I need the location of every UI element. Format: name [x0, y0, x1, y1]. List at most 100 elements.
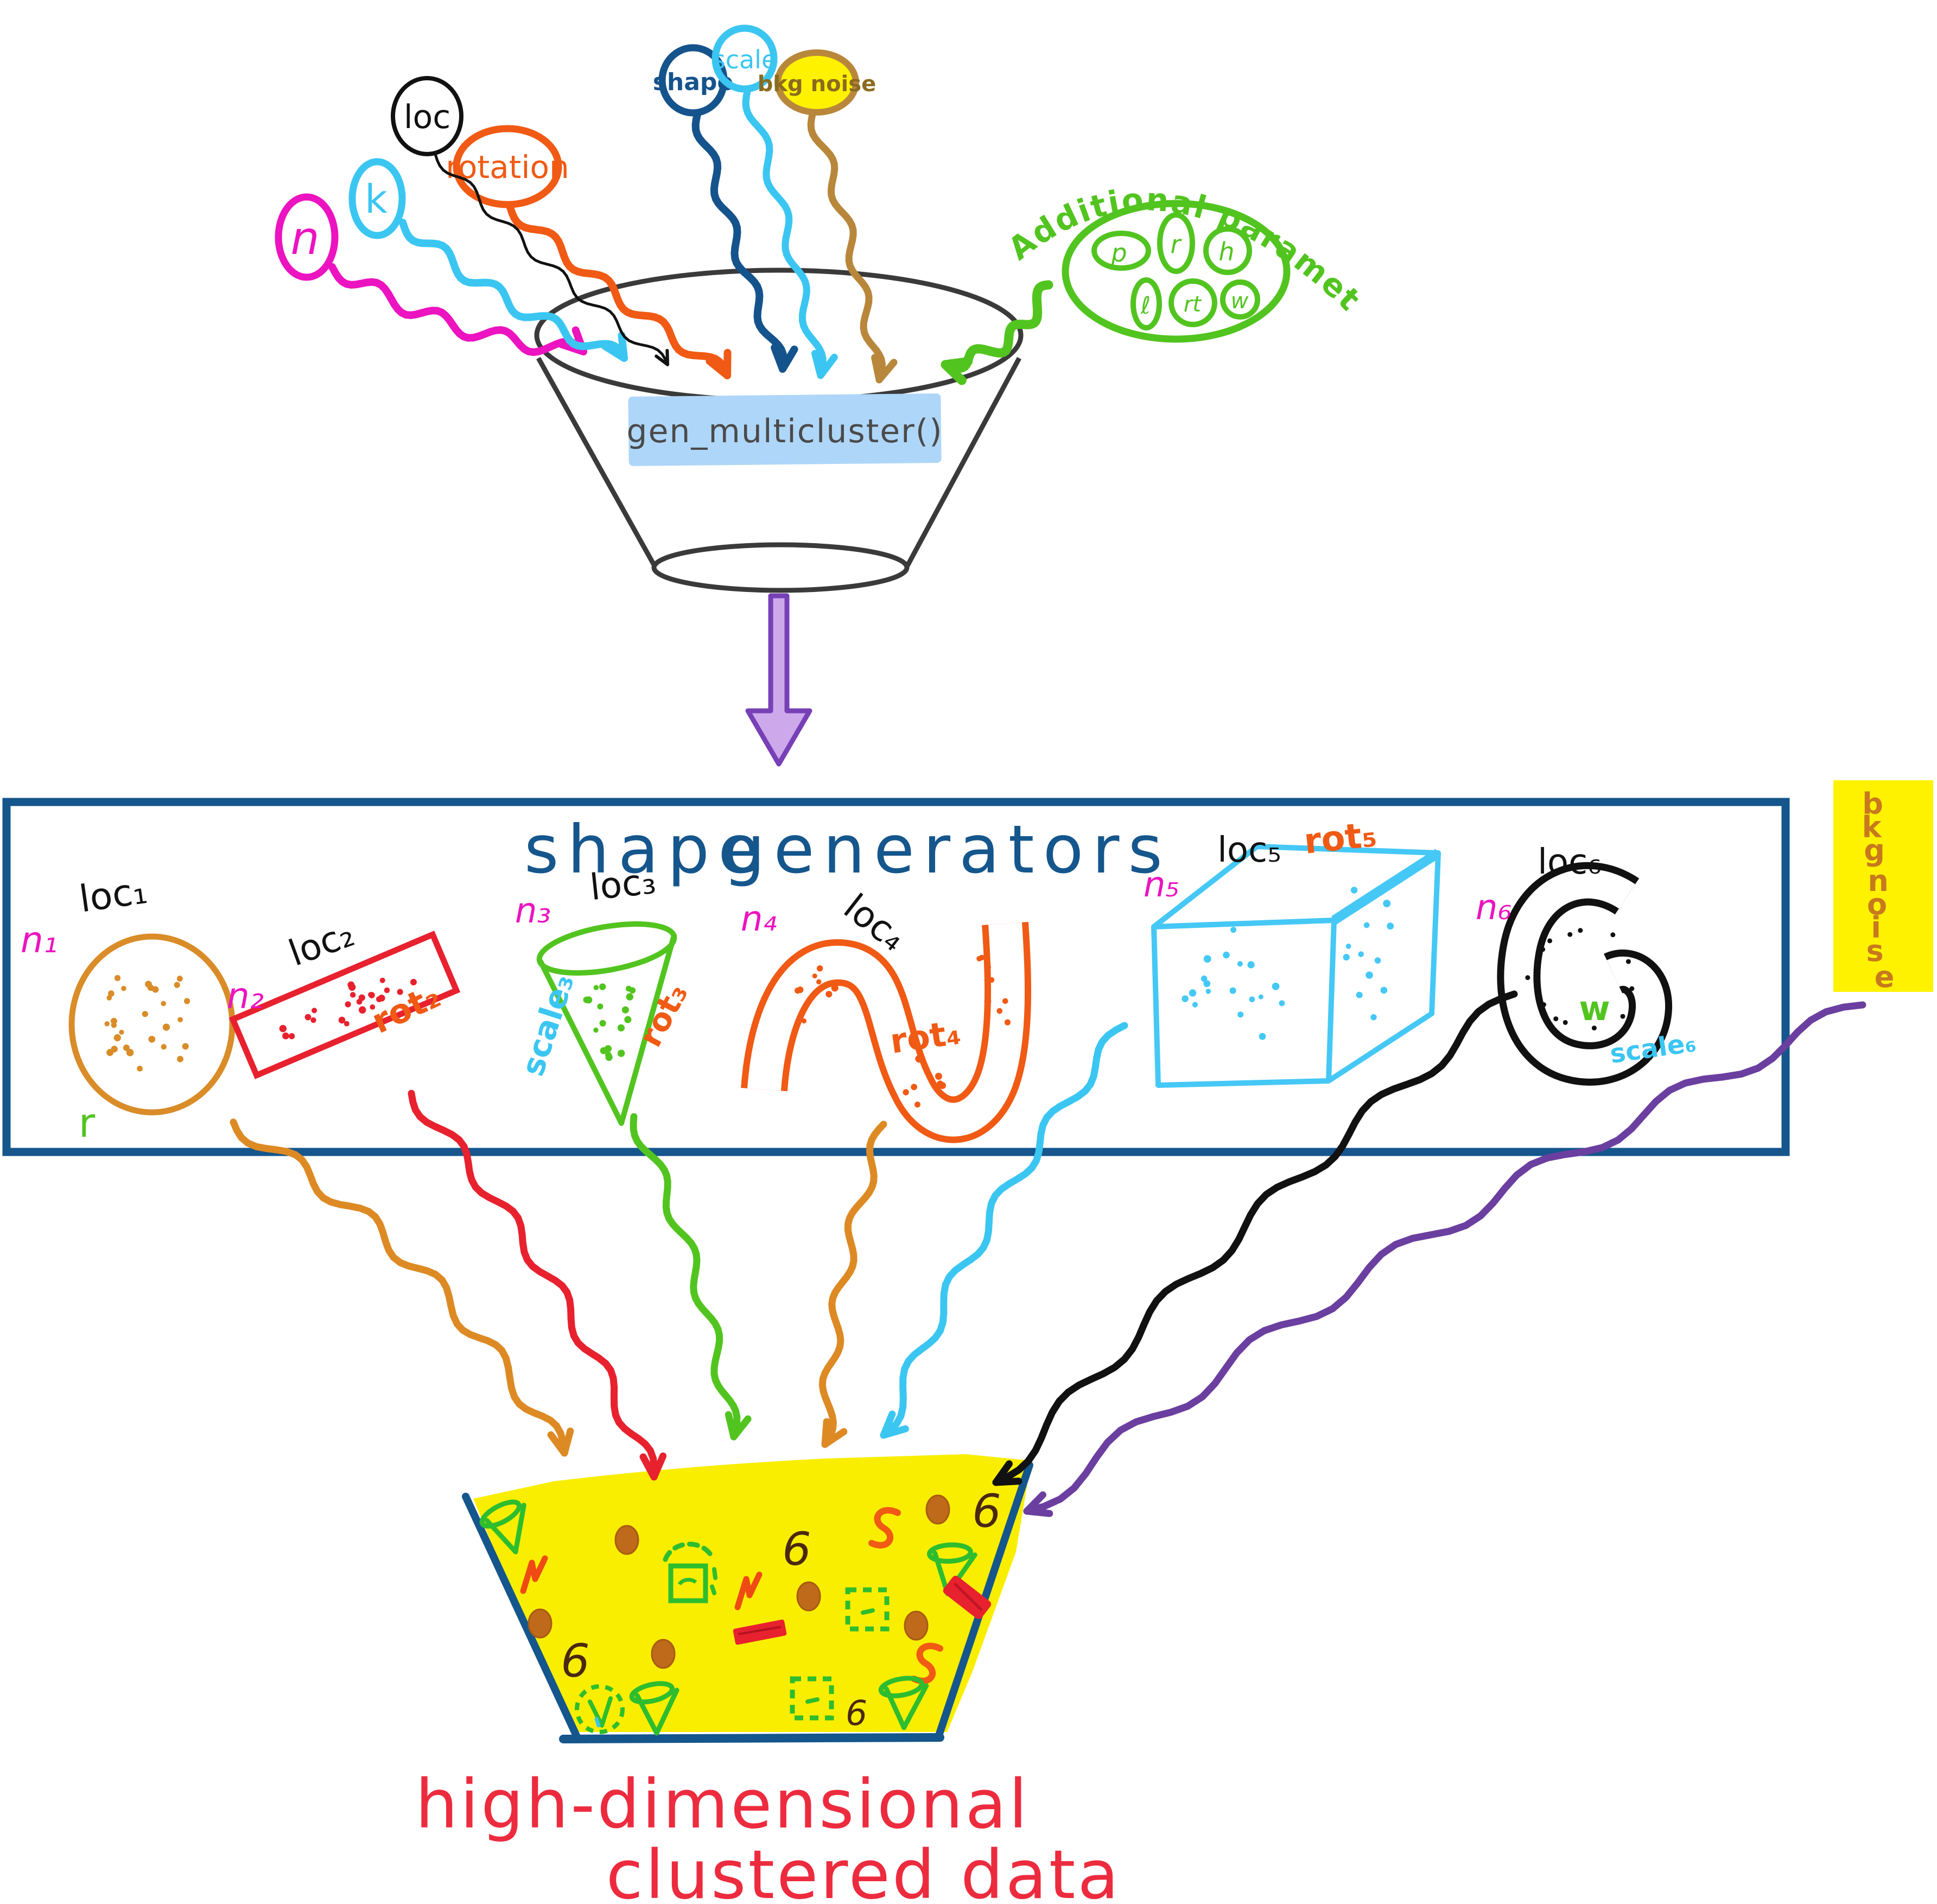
stipple-dot — [410, 978, 417, 986]
flow-arrow-from-generator-3 — [630, 1113, 741, 1441]
stipple-dot — [142, 1011, 148, 1017]
generator3-loc-label: loc₃ — [588, 860, 658, 908]
bkg-noise-bubble-label: bkg noise — [758, 72, 876, 97]
flow-arrowhead-from-shape — [771, 343, 798, 373]
stipple-dot — [1537, 994, 1542, 998]
stipple-dot — [384, 987, 390, 994]
top-flow-arrows — [328, 87, 1053, 385]
stipple-dot — [1272, 983, 1280, 990]
function-label: gen_multicluster() — [626, 412, 943, 450]
bkg-noise-bar-text: b k g n o i s e — [1862, 787, 1899, 994]
sub-param-label-h: h — [1218, 237, 1234, 266]
stipple-dot — [605, 1052, 612, 1059]
generator-sphere: n₁ loc₁ r — [21, 869, 236, 1147]
stipple-dot — [1374, 957, 1381, 964]
bucket-item-dot — [651, 1639, 676, 1669]
output-bucket — [462, 1454, 1033, 1743]
stipple-dot — [1237, 961, 1243, 967]
flow-arrow-from-generator-5 — [880, 1022, 1128, 1439]
stipple-dot — [812, 973, 817, 979]
cone-rim — [536, 921, 677, 976]
stipple-dot — [176, 976, 183, 982]
flow-arrowhead-from-generator-1 — [547, 1427, 574, 1457]
stipple-dot — [593, 1027, 599, 1033]
function-highlight — [628, 393, 942, 466]
stipple-dot — [1383, 900, 1391, 908]
stipple-dot — [177, 1017, 183, 1023]
sub-param-label-w: w — [1231, 289, 1249, 314]
sub-param-circle-l — [1131, 277, 1162, 330]
stipple-dot — [1610, 932, 1616, 938]
stipple-dot — [585, 996, 593, 1004]
generator3-n-label: n₃ — [515, 891, 551, 931]
parameter-bubble-rotation: rotation — [446, 125, 569, 208]
generator6-w-label: w — [1579, 989, 1610, 1028]
flow-arrow-from-generator-2 — [408, 1090, 658, 1481]
cone-sides — [538, 933, 677, 1126]
stipple-dot — [937, 1080, 944, 1087]
stipple-dot — [106, 1049, 114, 1056]
stipple-dot — [911, 1084, 917, 1091]
flow-arrow-from-shape — [691, 110, 787, 373]
generator5-rot-label: rot₅ — [1302, 814, 1379, 862]
loc-bubble-outline — [391, 76, 463, 156]
generator-bar: n₂ loc₂ rot₂ — [227, 913, 461, 1079]
stipple-dot — [624, 1016, 632, 1023]
stipple-dot — [903, 1089, 909, 1096]
stipple-dot — [825, 991, 833, 998]
parameter-bubble-loc: loc — [391, 76, 463, 156]
flow-arrowhead-from-n — [558, 326, 587, 355]
stipple-dot — [162, 1023, 170, 1031]
cone-dots — [583, 983, 636, 1061]
shape-generators-box — [2, 798, 1790, 1156]
scale-bubble-label: scale — [713, 45, 777, 74]
flow-arrowhead-from-generator-2 — [639, 1452, 667, 1481]
stipple-dot — [123, 1045, 130, 1051]
generator4-rot-label: rot₄ — [888, 1013, 963, 1061]
loc-bubble-label: loc — [404, 98, 450, 136]
rotation-bubble-outline — [453, 125, 562, 208]
parameter-bubble-bkg-noise: bkg noise — [758, 49, 876, 116]
flow-arrowhead-from-generator-3 — [725, 1411, 752, 1441]
bucket-item-six — [845, 1693, 868, 1733]
bkg-noise-bar-bg — [1833, 780, 1933, 992]
stipple-dot — [119, 1029, 124, 1035]
stipple-dot — [350, 992, 356, 998]
stipple-dot — [114, 975, 121, 982]
stipple-dot — [617, 1049, 625, 1057]
flow-arrowhead-from-rotation — [706, 349, 732, 379]
stipple-dot — [1563, 1020, 1568, 1025]
stipple-dot — [1237, 1011, 1244, 1018]
generator1-n-label: n₁ — [21, 919, 58, 961]
stipple-dot — [1534, 966, 1539, 971]
flow-arrowhead-from-generator-4 — [821, 1418, 848, 1448]
stipple-dot — [1279, 1000, 1285, 1007]
stipple-dot — [626, 993, 634, 1001]
stipple-dot — [182, 1043, 189, 1050]
bucket-item-six — [782, 1523, 811, 1576]
flow-arrow-from-rotation — [506, 203, 731, 379]
flow-arrow-from-n — [328, 263, 587, 356]
funnel-output-arrow — [745, 593, 812, 767]
box-title-word2: generators — [723, 811, 1171, 888]
stipple-dot — [107, 990, 115, 997]
k-bubble-label: k — [365, 176, 388, 222]
stipple-dot — [174, 982, 180, 988]
stipple-dot — [288, 1033, 295, 1040]
stipple-dot — [1189, 989, 1197, 997]
stipple-dot — [378, 995, 385, 1002]
stipple-dot — [1002, 998, 1008, 1004]
stipple-dot — [1366, 971, 1373, 979]
flow-arrow-from-scale — [742, 87, 827, 379]
stipple-dot — [1541, 1002, 1546, 1007]
stipple-dot — [629, 987, 636, 994]
flow-arrowhead-from-additional-parameters — [941, 356, 973, 385]
stipple-dot — [984, 997, 992, 1005]
stipple-dot — [1547, 938, 1552, 944]
generator6-n-label: n₆ — [1476, 888, 1512, 928]
stipple-dot — [986, 964, 991, 970]
stipple-dot — [1356, 991, 1363, 998]
stipple-dot — [1343, 953, 1350, 961]
k-bubble-outline — [348, 158, 406, 239]
